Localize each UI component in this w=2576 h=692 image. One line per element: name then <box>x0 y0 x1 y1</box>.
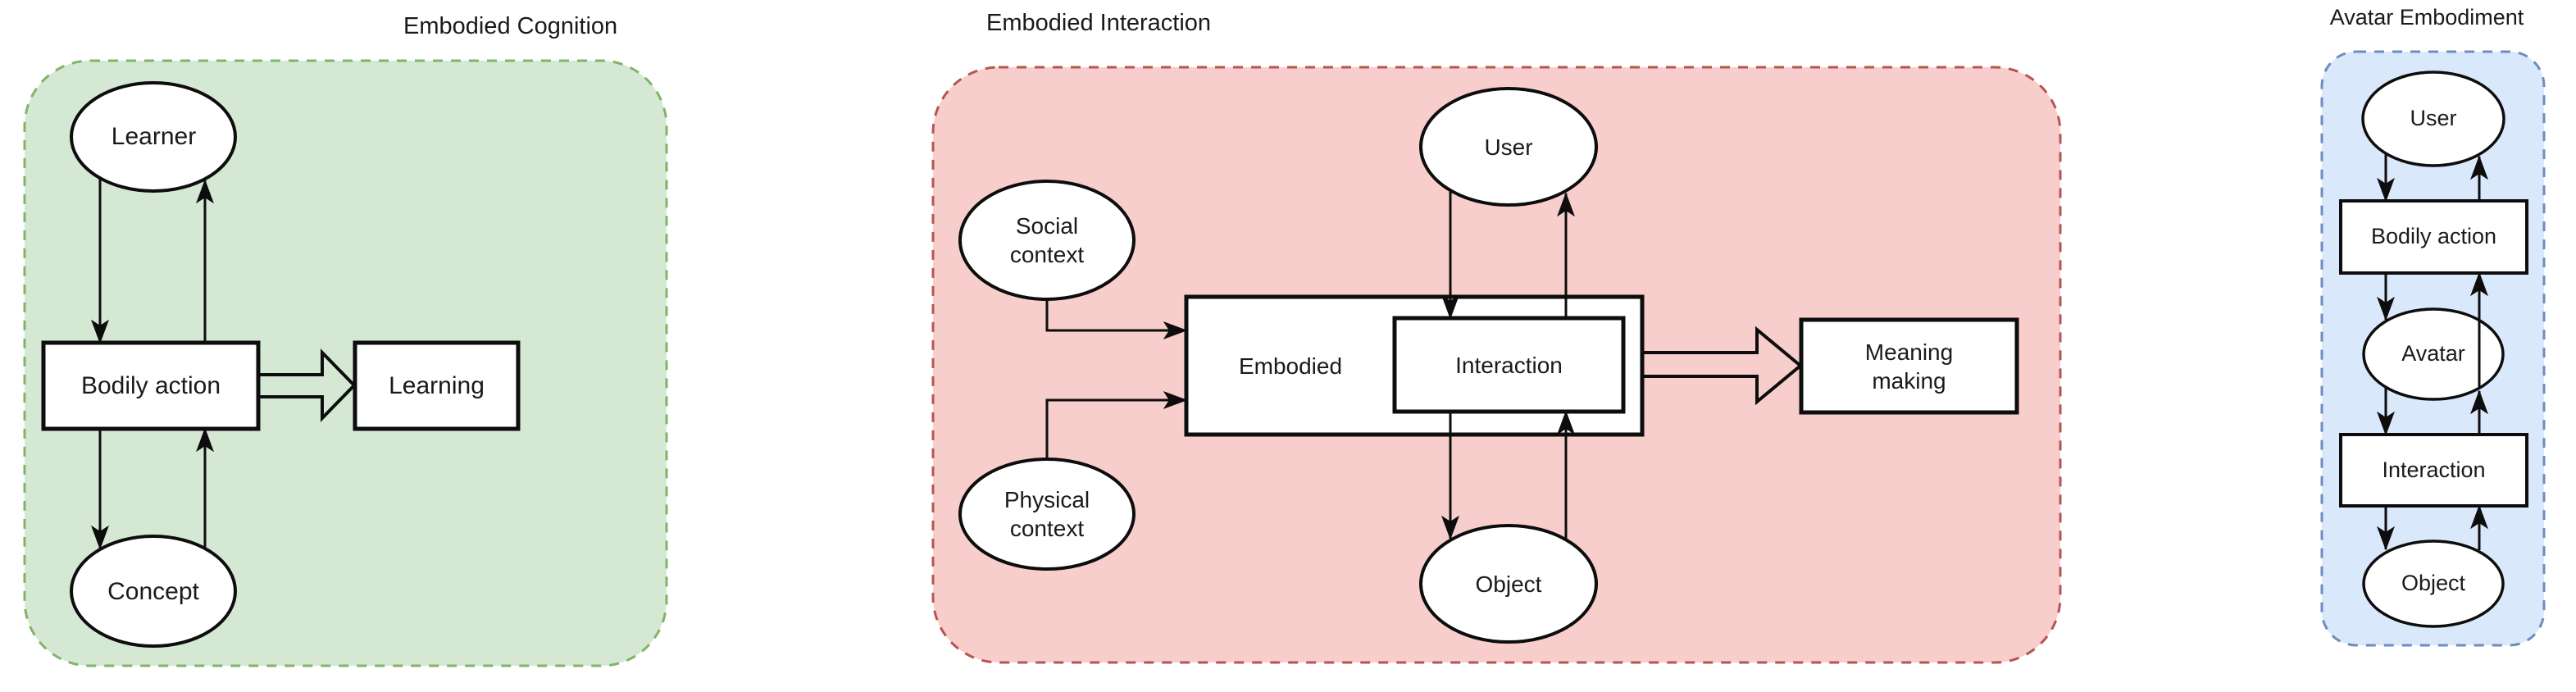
meaning-making-box <box>1799 317 2019 415</box>
edge-physical-context-to-embodied <box>1045 400 1186 459</box>
object-label-right: Object <box>2401 570 2466 595</box>
user-label-mid: User <box>1484 134 1533 160</box>
meaning-making-label: Meaning making <box>1864 339 1954 394</box>
interaction-box-mid <box>1392 316 1626 414</box>
avatar-label: Avatar <box>2401 341 2465 366</box>
concept-label: Concept <box>107 577 199 605</box>
user-ellipse-right <box>2361 71 2505 167</box>
bodily-action-label-right: Bodily action <box>2370 224 2497 249</box>
avatar-embodiment-title: Avatar Embodiment <box>2329 5 2524 30</box>
learning-label: Learning <box>389 371 485 399</box>
embodied-label: Embodied <box>1238 353 1343 379</box>
interaction-label-right: Interaction <box>2382 457 2486 482</box>
learner-label: Learner <box>111 123 197 151</box>
embodied-interaction-title: Embodied Interaction <box>986 10 1212 36</box>
user-label-right: User <box>2410 106 2457 131</box>
edge-social-context-to-embodied <box>1045 299 1186 330</box>
embodied-cognition-title: Embodied Cognition <box>403 13 618 39</box>
interaction-box-right <box>2339 433 2528 508</box>
avatar-ellipse <box>2362 307 2505 401</box>
concept-ellipse <box>70 535 237 648</box>
interaction-label-mid: Interaction <box>1455 352 1563 378</box>
embodied-cognition-container <box>23 59 668 667</box>
bodily-action-label: Bodily action <box>80 371 221 399</box>
block-arrow-bodily-action-to-learning <box>257 348 357 422</box>
panel-embodied-interaction <box>931 66 2062 664</box>
panel-avatar-embodiment <box>2320 50 2546 647</box>
block-arrow-to-meaning-making <box>1641 326 1804 406</box>
learner-ellipse <box>70 81 237 193</box>
bodily-action-box-right <box>2339 199 2528 275</box>
physical-context-label: Physical context <box>1004 487 1090 541</box>
object-ellipse-right <box>2362 539 2505 628</box>
object-ellipse-mid <box>1419 524 1598 644</box>
social-context-label: Social context <box>1009 213 1085 267</box>
panel-embodied-cognition <box>23 59 668 667</box>
object-label-mid: Object <box>1475 571 1542 597</box>
user-ellipse-mid <box>1419 87 1598 207</box>
